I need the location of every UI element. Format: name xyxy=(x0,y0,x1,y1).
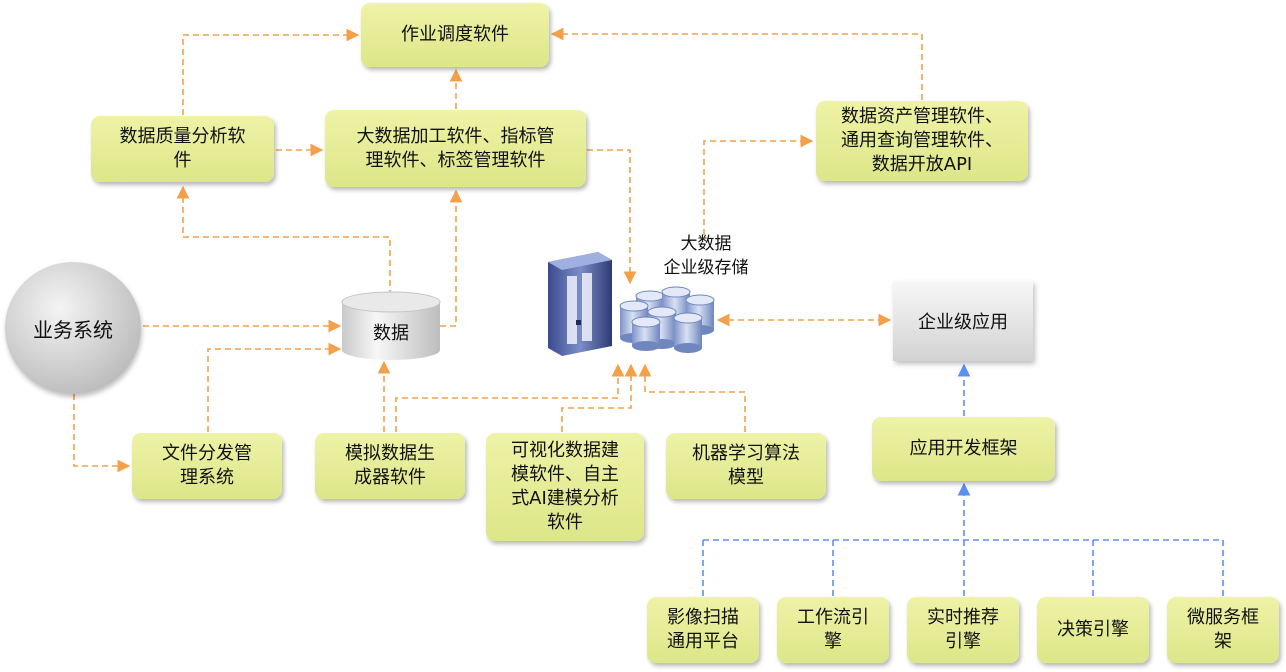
node-simulated-data-generator: 模拟数据生 成器软件 xyxy=(315,433,465,499)
storage-disk-array-icon xyxy=(619,286,715,353)
node-app-framework: 应用开发框架 xyxy=(872,417,1055,481)
node-asset-management: 数据资产管理软件、 通用查询管理软件、 数据开放API xyxy=(816,101,1028,181)
edge-biz-file xyxy=(73,394,131,473)
edge-proc-storage xyxy=(587,149,637,285)
storage-server-icon xyxy=(548,252,612,356)
node-enterprise-app: 企业级应用 xyxy=(893,281,1033,361)
node-visual-modeling: 可视化数据建 模软件、自主 式AI建模分析 软件 xyxy=(486,433,644,541)
storage-label: 大数据 企业级存储 xyxy=(663,234,749,278)
edge-sim-storage xyxy=(395,363,625,432)
node-ml-model: 机器学习算法 模型 xyxy=(666,433,826,499)
edge-storage-asset xyxy=(703,134,814,235)
node-decision-engine: 决策引擎 xyxy=(1037,597,1149,663)
edge-file-data xyxy=(207,342,342,432)
node-realtime-recommend-engine: 实时推荐 引擎 xyxy=(907,597,1019,663)
edge-ml-storage xyxy=(638,363,746,432)
node-microservice-framework: 微服务框 架 xyxy=(1167,597,1279,663)
node-bigdata-processing: 大数据加工软件、指标管 理软件、标签管理软件 xyxy=(325,110,586,187)
edge-data-proc xyxy=(440,189,463,327)
edge-data-quality xyxy=(176,185,391,296)
edge-visual-storage xyxy=(561,363,638,432)
node-business-system: 业务系统 xyxy=(5,262,141,394)
node-file-distribution: 文件分发管 理系统 xyxy=(132,433,282,499)
data-cylinder-shape xyxy=(341,291,441,360)
edge-quality-scheduler xyxy=(182,28,360,115)
node-workflow-engine: 工作流引 擎 xyxy=(777,597,889,663)
node-image-scan-platform: 影像扫描 通用平台 xyxy=(647,597,759,663)
node-scheduler: 作业调度软件 xyxy=(361,3,549,67)
node-data: 数据 xyxy=(373,323,409,344)
node-data-quality: 数据质量分析软 件 xyxy=(91,116,274,182)
edge-asset-scheduler xyxy=(550,27,923,100)
